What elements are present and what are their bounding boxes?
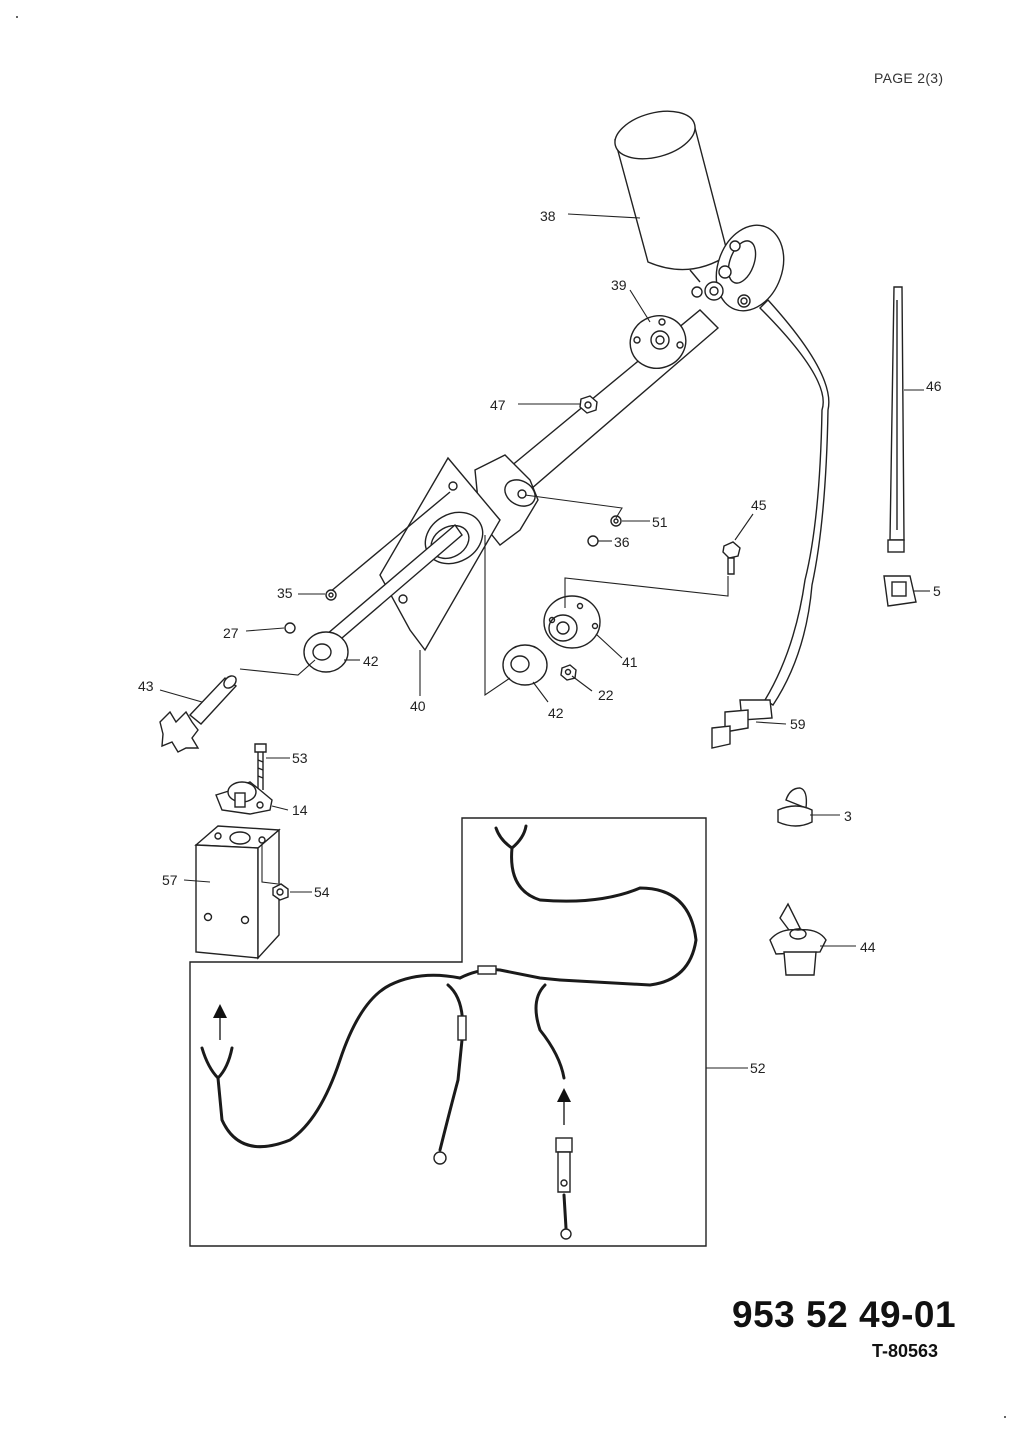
callout-39: 39: [611, 277, 627, 293]
corner-mark: [1004, 1416, 1006, 1418]
leader-lines: [159, 213, 930, 1069]
bolt-45: [722, 541, 741, 575]
callout-27: 27: [223, 625, 239, 641]
drawing-id: T-80563: [872, 1341, 939, 1361]
cable-tie-46: [887, 286, 905, 553]
callout-5: 5: [933, 583, 941, 599]
callout-3: 3: [844, 808, 852, 824]
callout-36: 36: [614, 534, 630, 550]
sensor-cable-59: [711, 298, 830, 749]
nut-36: [587, 535, 599, 547]
callout-44: 44: [860, 939, 876, 955]
cable-mount-5: [883, 575, 917, 607]
callout-47: 47: [490, 397, 506, 413]
page-label: PAGE 2(3): [874, 70, 944, 86]
clamp-14: [215, 781, 273, 815]
callout-35: 35: [277, 585, 293, 601]
washer-51: [610, 515, 622, 527]
callout-40: 40: [410, 698, 426, 714]
corner-mark: [16, 16, 18, 18]
callout-43: 43: [138, 678, 154, 694]
nut-54: [272, 883, 289, 901]
callout-52: 52: [750, 1060, 766, 1076]
callout-22: 22: [598, 687, 614, 703]
callout-14: 14: [292, 802, 308, 818]
motor-cylinder: [614, 110, 729, 283]
nut-47: [579, 395, 598, 414]
callout-41: 41: [622, 654, 638, 670]
bushing-42-left: [303, 631, 349, 673]
callout-42-left: 42: [363, 653, 379, 669]
callout-38: 38: [540, 208, 556, 224]
bushing-42-right: [502, 644, 548, 686]
callout-labels: 38 39 46 47 45 51 36 35 5 27 42 41 43 40…: [138, 208, 942, 1076]
hub-41: [543, 595, 601, 649]
bracket-57: [194, 825, 281, 960]
flange-39: [629, 315, 687, 369]
screw-53: [254, 743, 267, 790]
part-number: 953 52 49-01: [732, 1294, 957, 1335]
callout-42-right: 42: [548, 705, 564, 721]
part-43: [159, 675, 238, 753]
callout-46: 46: [926, 378, 942, 394]
callout-53: 53: [292, 750, 308, 766]
washer-35: [325, 589, 337, 601]
callout-45: 45: [751, 497, 767, 513]
callout-54: 54: [314, 884, 330, 900]
toggle-switch-44: [769, 902, 827, 976]
switch-cap-3: [777, 787, 813, 827]
callout-57: 57: [162, 872, 178, 888]
wire-harness-52: [189, 817, 707, 1247]
pin-27: [284, 622, 296, 634]
callout-59: 59: [790, 716, 806, 732]
arm-assembly: [159, 110, 785, 753]
callout-51: 51: [652, 514, 668, 530]
